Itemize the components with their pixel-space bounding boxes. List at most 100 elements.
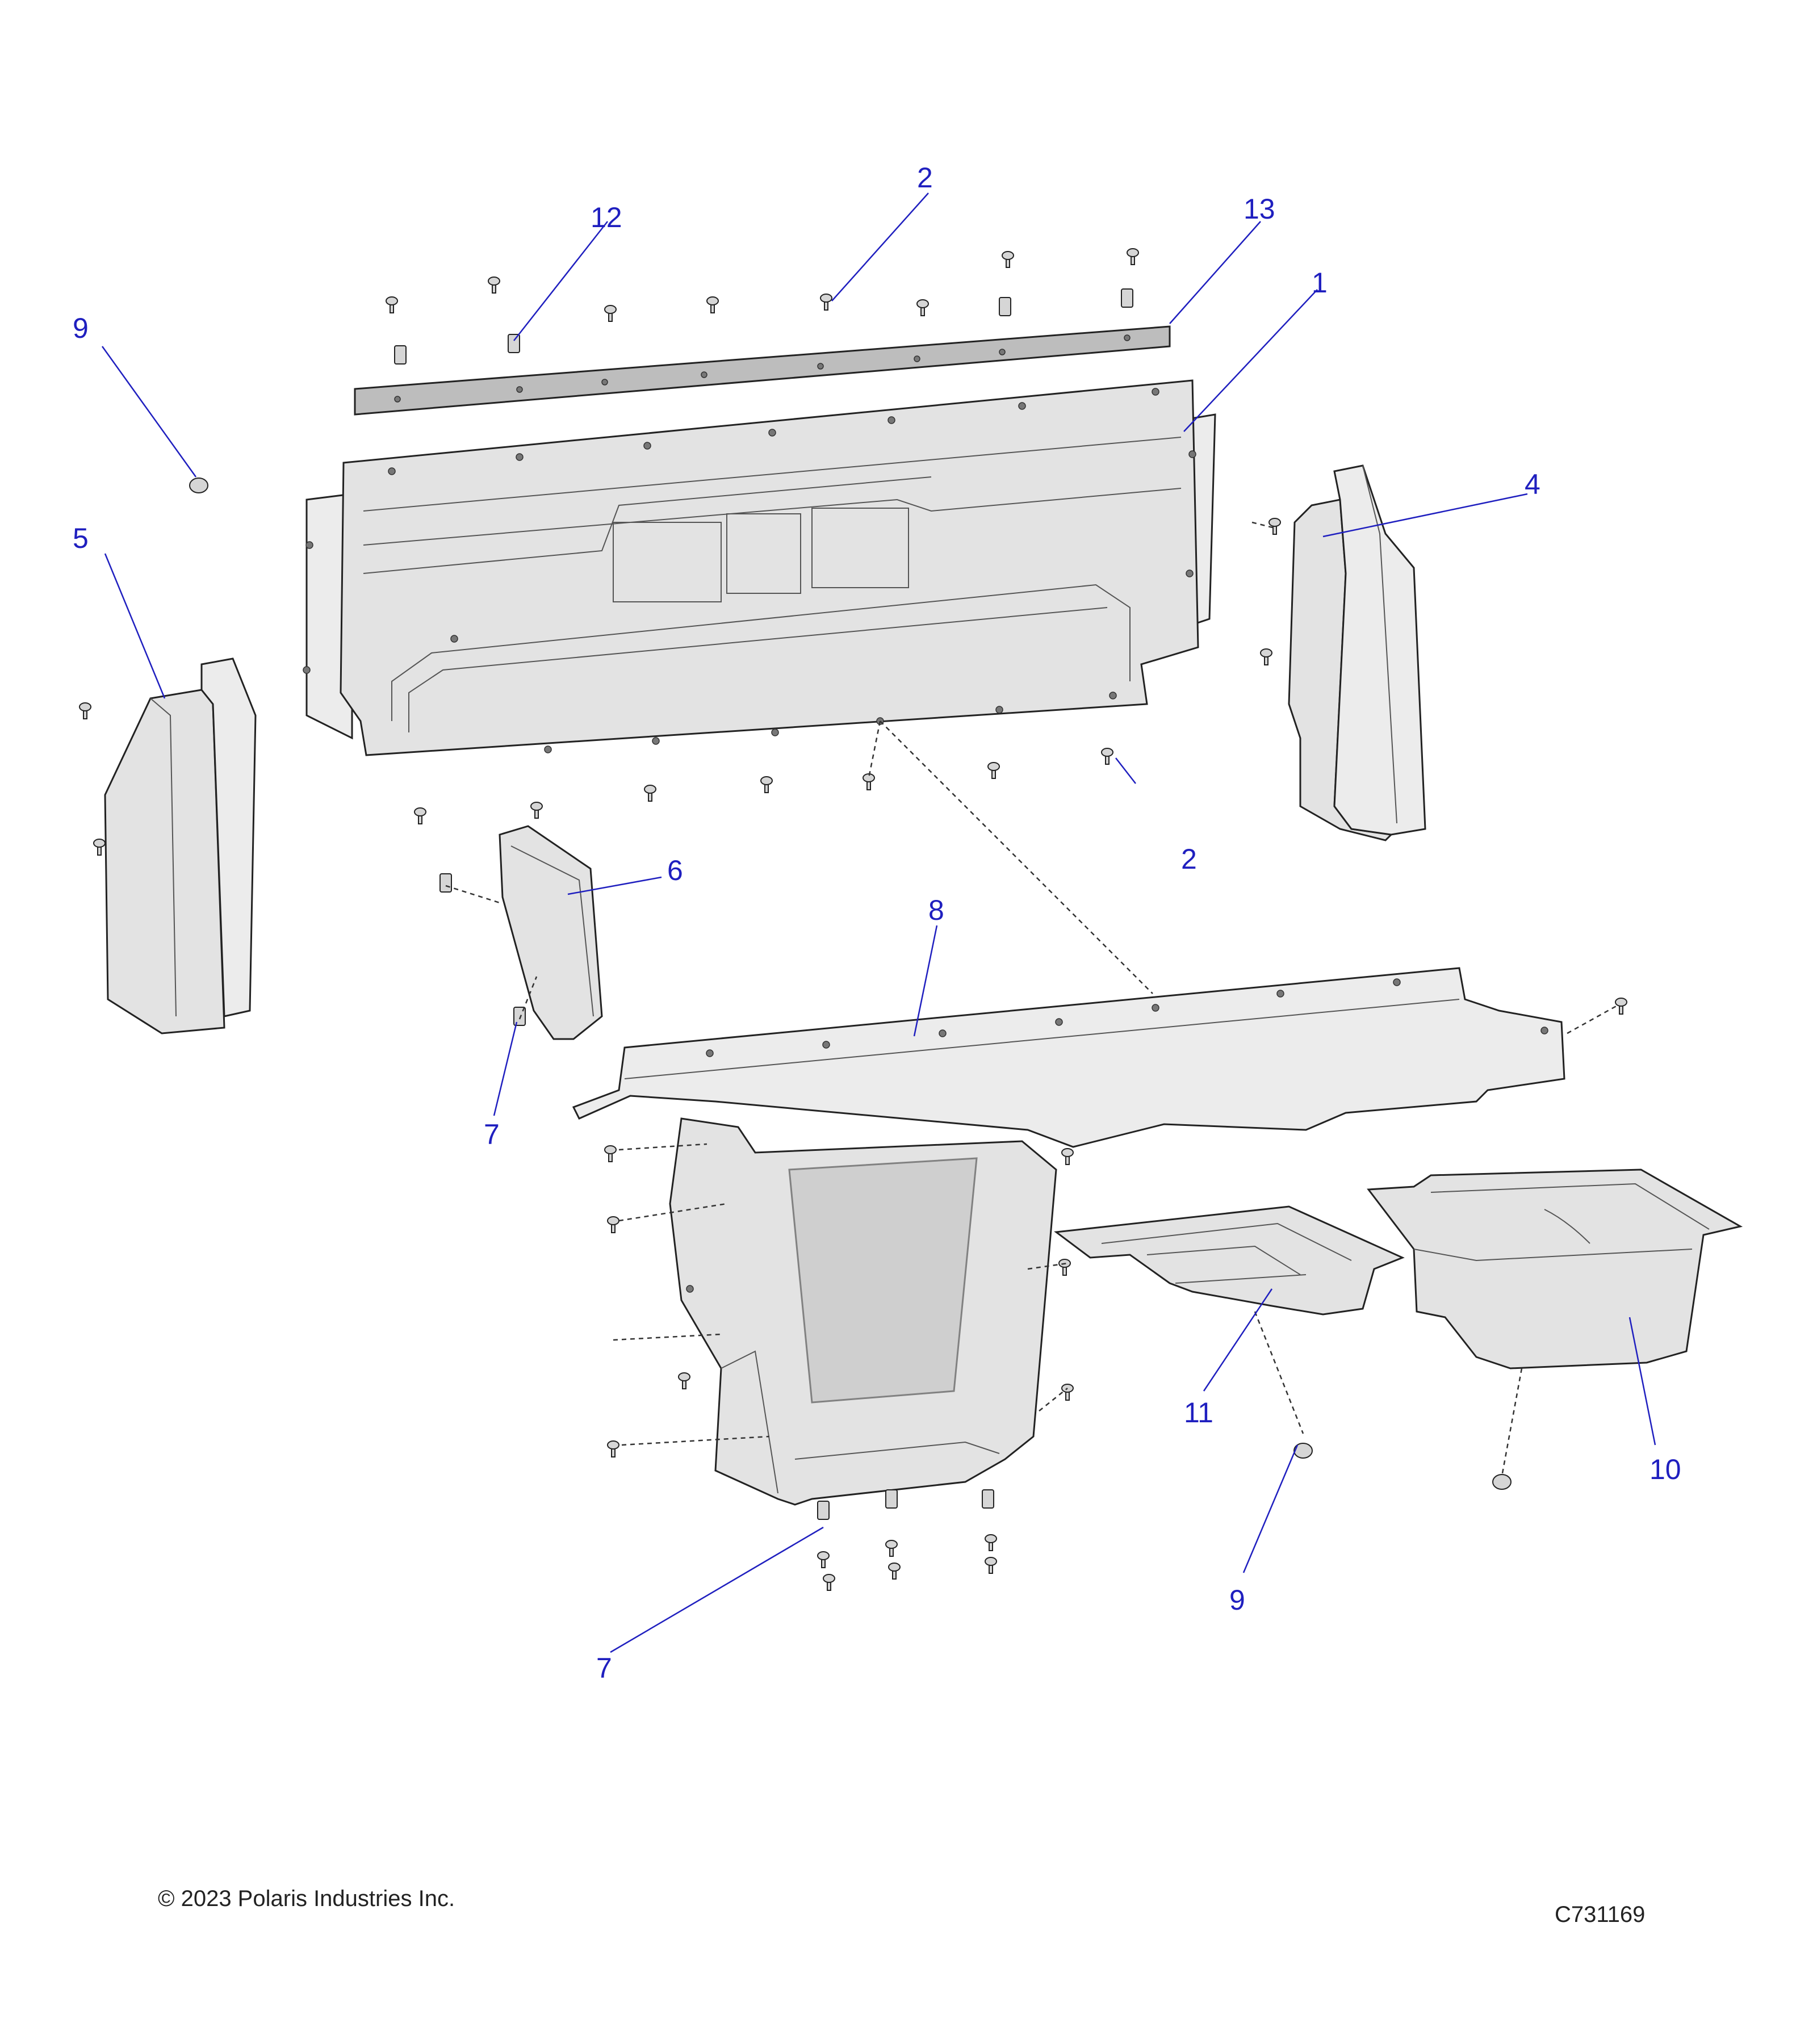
screw-icon <box>985 1534 997 1551</box>
drawing-id: C731169 <box>1555 1902 1646 1927</box>
mounting-hole <box>303 666 311 674</box>
mounting-hole <box>1109 692 1117 700</box>
callout-5: 5 <box>73 522 89 554</box>
callout-13: 13 <box>1244 193 1275 225</box>
mounting-hole <box>706 1049 714 1057</box>
part-8-floor-tub <box>572 967 1565 1506</box>
callout-9-bottom: 9 <box>1229 1584 1245 1616</box>
screw-icon <box>604 1145 617 1162</box>
clip-nut-icon <box>439 873 452 893</box>
mounting-hole <box>686 1285 694 1293</box>
mounting-hole <box>999 349 1006 355</box>
screw-icon <box>607 1440 619 1457</box>
fastener-group <box>79 248 1627 1591</box>
part-1-bulkhead-panel <box>303 379 1216 756</box>
callout-2-right: 2 <box>1181 843 1197 875</box>
screw-icon <box>1101 748 1113 765</box>
push-plug-icon <box>1492 1474 1512 1490</box>
mounting-hole <box>995 706 1003 714</box>
clip-nut-icon <box>394 345 407 365</box>
mounting-hole <box>1152 1004 1159 1012</box>
mounting-hole <box>652 737 660 745</box>
screw-icon <box>1127 248 1139 265</box>
screw-icon <box>1268 518 1281 535</box>
screw-icon <box>885 1540 898 1557</box>
mounting-hole <box>887 416 895 424</box>
callout-8: 8 <box>928 894 944 926</box>
screw-icon <box>706 296 719 313</box>
part-6-pad <box>499 825 603 1040</box>
screw-icon <box>93 839 106 856</box>
part-4-right-side-panel <box>1288 464 1426 841</box>
mounting-hole <box>817 363 824 370</box>
push-plug-icon <box>1293 1443 1313 1459</box>
screw-icon <box>678 1372 690 1389</box>
mounting-hole <box>939 1029 947 1037</box>
mounting-hole <box>516 453 524 461</box>
callout-1: 1 <box>1312 267 1328 299</box>
screw-icon <box>1061 1148 1074 1165</box>
callout-12: 12 <box>591 202 622 233</box>
assembly-dashed-lines <box>445 521 1619 1477</box>
part-13-trim-strip <box>354 325 1171 416</box>
screw-icon <box>760 776 773 793</box>
mounting-hole <box>1188 450 1196 458</box>
mounting-hole <box>1186 569 1194 577</box>
callout-labels: 2 12 13 1 9 4 5 2 6 8 7 11 10 9 7 <box>73 162 1681 1684</box>
callout-6: 6 <box>667 855 683 886</box>
screw-icon <box>604 305 617 322</box>
screw-icon <box>386 296 398 313</box>
mounting-hole <box>305 541 313 549</box>
screw-icon <box>1002 251 1014 268</box>
callout-leaders <box>101 192 1656 1653</box>
screw-icon <box>488 277 500 294</box>
screw-icon <box>916 299 929 316</box>
mounting-hole <box>1124 334 1131 341</box>
screw-icon <box>820 294 832 311</box>
screw-icon <box>79 702 91 719</box>
mounting-hole <box>1276 990 1284 998</box>
mounting-hole <box>1152 388 1159 396</box>
clip-nut-icon <box>982 1489 994 1509</box>
screw-icon <box>530 802 543 819</box>
screw-icon <box>1260 648 1272 665</box>
mounting-hole <box>771 728 779 736</box>
mounting-hole <box>1018 402 1026 410</box>
mounting-hole <box>450 635 458 643</box>
screw-icon <box>644 785 656 802</box>
mounting-hole <box>914 355 920 362</box>
screw-icon <box>888 1563 901 1580</box>
screw-icon <box>1058 1259 1071 1276</box>
copyright-notice: © 2023 Polaris Industries Inc. <box>158 1886 455 1911</box>
mounting-hole <box>516 386 523 393</box>
push-plug-icon <box>189 478 208 493</box>
clip-nut-icon <box>1121 288 1133 308</box>
callout-2-top: 2 <box>917 162 933 194</box>
callout-4: 4 <box>1525 468 1540 500</box>
clip-nut-icon <box>999 297 1011 316</box>
screw-icon <box>987 762 1000 779</box>
mounting-hole <box>768 429 776 437</box>
screw-icon <box>823 1574 835 1591</box>
screw-icon <box>863 773 875 790</box>
clip-nut-icon <box>513 1007 526 1026</box>
mounting-hole <box>1393 978 1401 986</box>
callout-10: 10 <box>1649 1454 1681 1485</box>
mounting-hole <box>394 396 401 403</box>
screw-icon <box>1615 998 1627 1015</box>
callout-11: 11 <box>1184 1397 1213 1429</box>
clip-nut-icon <box>817 1501 830 1520</box>
clip-nut-icon <box>885 1489 898 1509</box>
mounting-hole <box>544 745 552 753</box>
callout-7-bottom: 7 <box>596 1652 612 1684</box>
clip-nut-icon <box>508 334 520 353</box>
screw-icon <box>414 807 426 824</box>
mounting-hole <box>1540 1027 1548 1034</box>
mounting-hole <box>643 442 651 450</box>
screw-icon <box>985 1557 997 1574</box>
part-11-tray <box>1054 1205 1405 1316</box>
screw-icon <box>1061 1384 1074 1401</box>
screw-icon <box>817 1551 830 1568</box>
mounting-hole <box>1055 1018 1063 1026</box>
